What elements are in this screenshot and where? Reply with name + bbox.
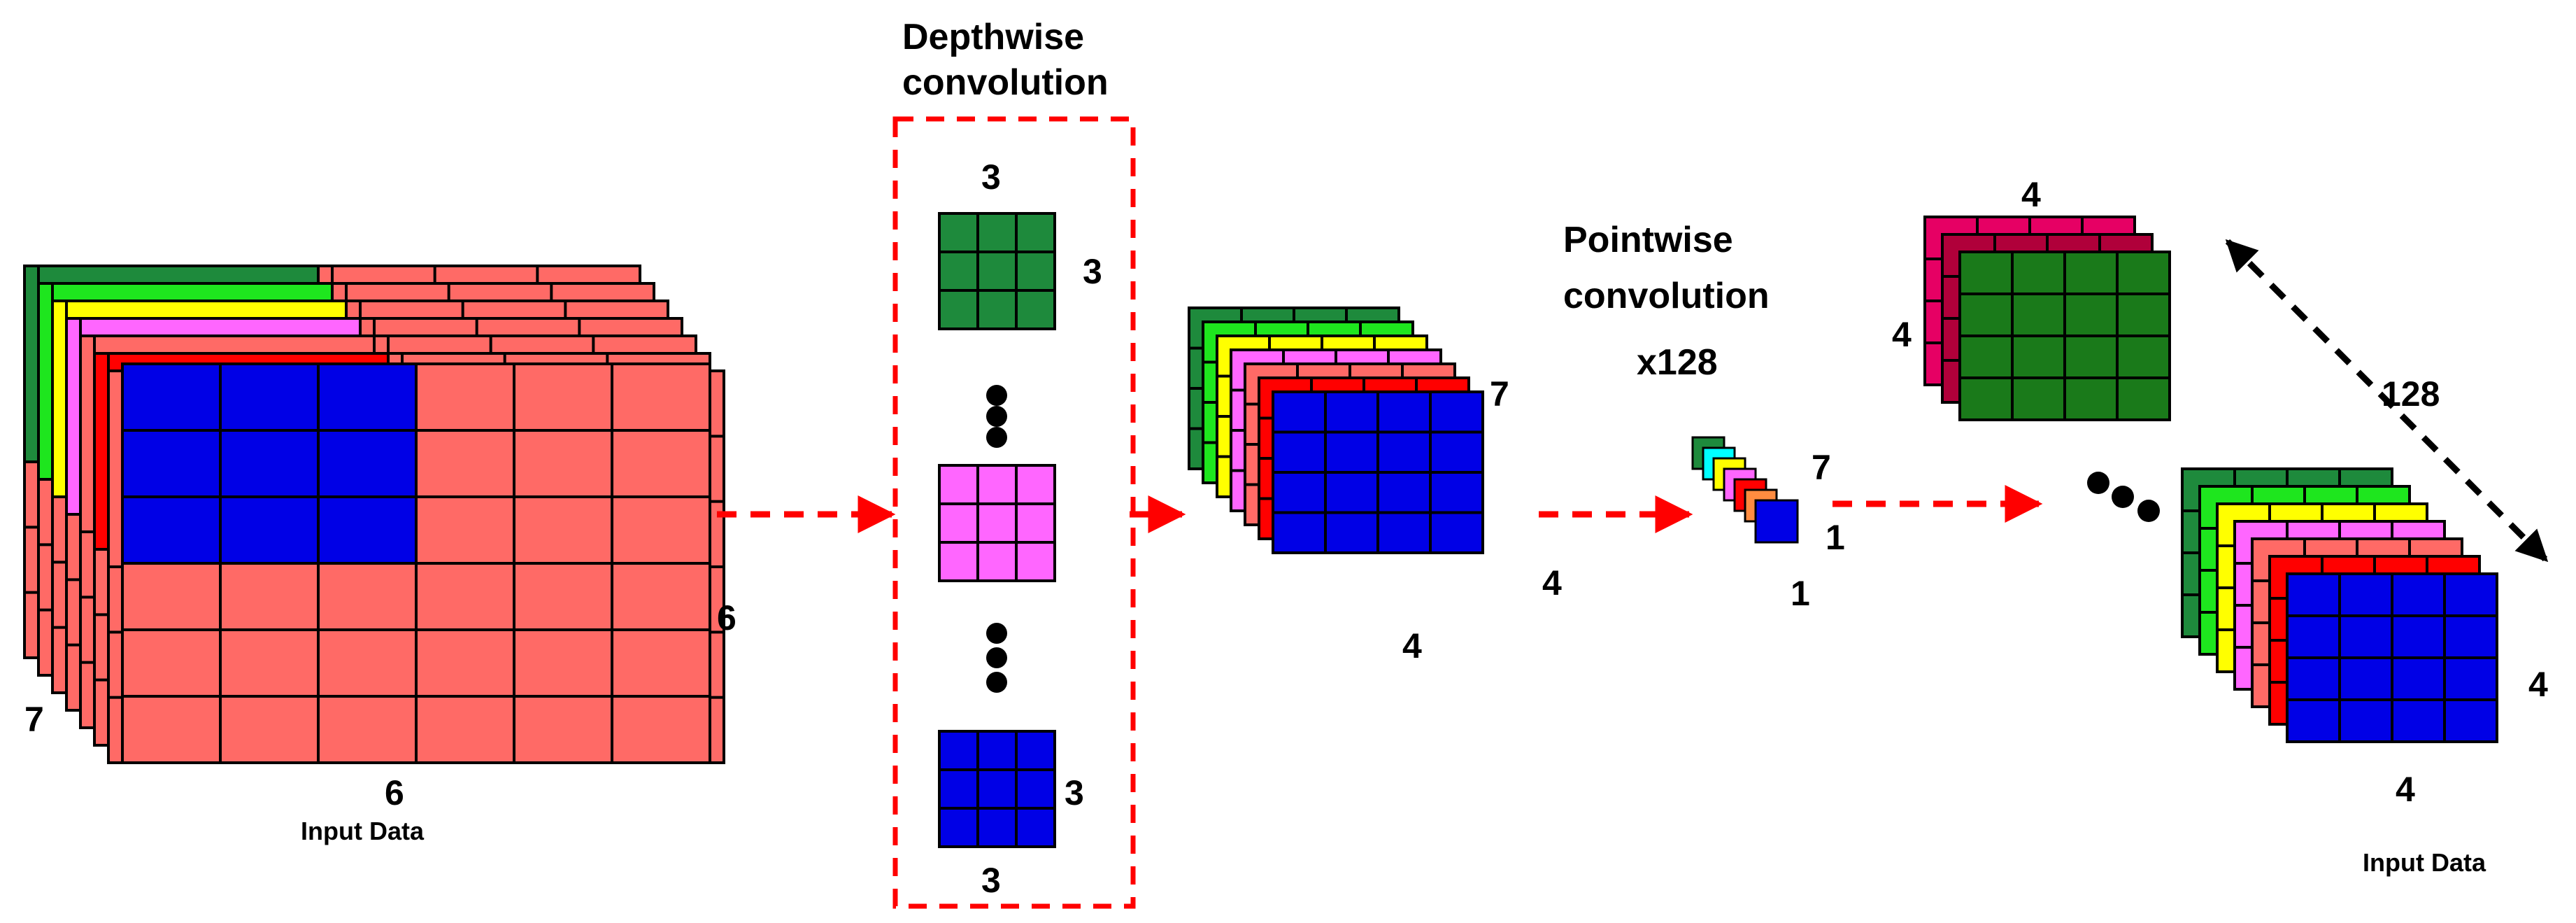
out-top-height-label: 4 xyxy=(1892,315,1912,354)
output-top-feature-stack xyxy=(1923,216,2171,421)
kernel-grid xyxy=(938,730,1056,848)
channel-color-strip xyxy=(37,282,334,302)
channel-color-strip xyxy=(65,317,82,516)
feature-map-front-grid xyxy=(2286,572,2498,743)
pointwise-multiplier: x128 xyxy=(1637,342,1718,383)
kernel-side-dim: 3 xyxy=(1083,252,1102,291)
feature-map-cell-area xyxy=(938,464,1056,582)
channel-color-strip xyxy=(65,317,362,337)
ellipsis-dot xyxy=(986,672,1007,693)
kernel-grid xyxy=(938,212,1056,330)
channel-color-strip xyxy=(51,300,68,498)
ellipsis-dot xyxy=(2137,500,2160,522)
input-front-layer xyxy=(121,362,711,764)
channel-color-strip xyxy=(93,352,110,551)
pointwise-height-label: 1 xyxy=(1826,518,1845,557)
pointwise-kernel-1x1-stack xyxy=(1691,436,1799,544)
arrow-128-channels xyxy=(2225,239,2549,563)
depthwise-title-line2: convolution xyxy=(902,62,1109,103)
feature-map-layer xyxy=(2286,572,2498,743)
ellipsis-dot xyxy=(986,406,1007,427)
channel-color-strip xyxy=(23,265,320,285)
out-count-label: 128 xyxy=(2382,374,2440,414)
kernel-bottom-dim: 3 xyxy=(981,861,1001,900)
ellipsis-dot xyxy=(2112,486,2134,508)
ellipsis-dot xyxy=(986,647,1007,668)
ellipsis-dot xyxy=(986,385,1007,406)
ellipsis-dot xyxy=(2087,472,2109,494)
channel-color-strip xyxy=(51,300,348,320)
output-caption: Input Data xyxy=(2363,848,2486,877)
input-receptive-field xyxy=(121,362,418,565)
kernel-green-3x3 xyxy=(938,212,1056,330)
feature-map-front-grid xyxy=(1272,390,1484,554)
channel-color-strip xyxy=(23,265,40,463)
ellipsis-dot xyxy=(986,623,1007,644)
kernel-pink-3x3 xyxy=(938,464,1056,582)
ellipsis-dot xyxy=(986,427,1007,448)
channel-color-strip xyxy=(79,334,96,533)
out-height-label: 4 xyxy=(2528,665,2548,704)
pointwise-kernel-square xyxy=(1754,499,1799,544)
mid-width-label: 4 xyxy=(1402,626,1422,665)
mid-height-label: 4 xyxy=(1542,563,1562,603)
input-depth-label: 7 xyxy=(24,700,44,739)
output-bottom-feature-stack xyxy=(2181,467,2498,743)
kernel-grid xyxy=(938,464,1056,582)
out-width-label: 4 xyxy=(2396,770,2415,809)
mid-depth-label: 7 xyxy=(1490,374,1509,414)
pointwise-title-line2: convolution xyxy=(1563,276,1770,316)
input-width-label: 6 xyxy=(385,773,404,812)
channel-color-strip xyxy=(37,282,54,481)
kernel-top-dim: 3 xyxy=(981,157,1001,197)
channel-color-strip xyxy=(107,369,124,568)
feature-map-front-grid xyxy=(1958,251,2171,421)
feature-map-cell-area xyxy=(938,730,1056,848)
input-data-stack xyxy=(23,265,725,764)
depthwise-title-line1: Depthwise xyxy=(902,17,1084,57)
feature-map-cell-area xyxy=(121,362,418,565)
kernel-blue-3x3 xyxy=(938,730,1056,848)
feature-map-layer xyxy=(1272,390,1484,554)
out-top-width-label: 4 xyxy=(2021,175,2041,214)
pointwise-title-line1: Pointwise xyxy=(1563,220,1733,260)
feature-map-layer xyxy=(1958,251,2171,421)
feature-map-cell-area xyxy=(938,212,1056,330)
kernel-bottom-side-dim: 3 xyxy=(1065,773,1084,812)
input-caption: Input Data xyxy=(301,817,425,845)
pointwise-depth-label: 7 xyxy=(1812,448,1831,487)
channel-color-strip xyxy=(79,334,376,355)
pointwise-width-label: 1 xyxy=(1791,574,1810,613)
input-height-label: 6 xyxy=(717,598,736,637)
intermediate-feature-stack xyxy=(1188,307,1484,554)
